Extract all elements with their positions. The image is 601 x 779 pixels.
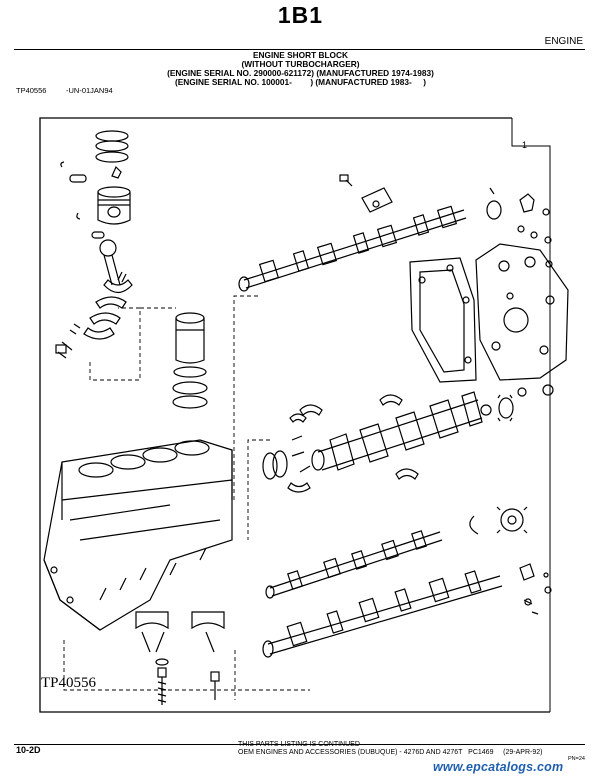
- gasket-icon: [409, 257, 477, 383]
- callout-number: 1: [522, 140, 528, 150]
- thrust-washer-icon: [262, 435, 305, 480]
- camshaft-icon: [238, 205, 467, 292]
- page-number: 10-2D: [16, 745, 41, 755]
- header-line-4: (ENGINE SERIAL NO. 100001- ) (MANUFACTUR…: [174, 77, 427, 87]
- front-plate-icon: [475, 243, 569, 381]
- watermark-link[interactable]: www.epcatalogs.com: [433, 760, 564, 774]
- thrust-plate-icon: [339, 174, 393, 213]
- section-label: ENGINE: [544, 36, 583, 47]
- page-title: 1B1: [277, 2, 324, 28]
- bottom-divider: [14, 744, 585, 745]
- balancer-shaft-icon: [262, 530, 503, 658]
- footer-code: PN=24: [568, 756, 585, 762]
- continued-notice: THIS PARTS LISTING IS CONTINUED: [238, 741, 360, 748]
- crankshaft-icon: [311, 391, 492, 471]
- gear-icon: [486, 187, 550, 220]
- fastener-icon: [517, 225, 554, 397]
- main-bearing-cap-icon: [135, 611, 225, 653]
- figure-frame: [511, 118, 551, 712]
- footer-info: OEM ENGINES AND ACCESSORIES (DUBUQUE) - …: [238, 749, 543, 756]
- main-bearing-icon: [287, 394, 419, 493]
- cylinder-liner-icon: [172, 312, 208, 409]
- piston-pin-icon: [60, 161, 105, 239]
- reference-date: -UN-01JAN94: [66, 86, 113, 95]
- header-line-1: ENGINE SHORT BLOCK: [253, 50, 348, 60]
- top-divider: [14, 49, 585, 50]
- header-line-3: (ENGINE SERIAL NO. 290000-621172) (MANUF…: [167, 68, 434, 78]
- figure-label: TP40556: [41, 675, 97, 691]
- bolt-icon: [155, 658, 220, 705]
- reference-number: TP40556: [16, 86, 47, 95]
- header-line-2: (WITHOUT TURBOCHARGER): [241, 59, 360, 69]
- balancer-gear-icon: [469, 506, 552, 615]
- leader-lines: [63, 295, 310, 700]
- rod-bearing-icon: [69, 296, 127, 340]
- piston-rings-icon: [95, 130, 129, 163]
- piston-icon: [97, 165, 131, 225]
- crank-gear-icon: [497, 394, 514, 422]
- engine-block-icon: [43, 439, 233, 631]
- connecting-rod-icon: [99, 239, 133, 294]
